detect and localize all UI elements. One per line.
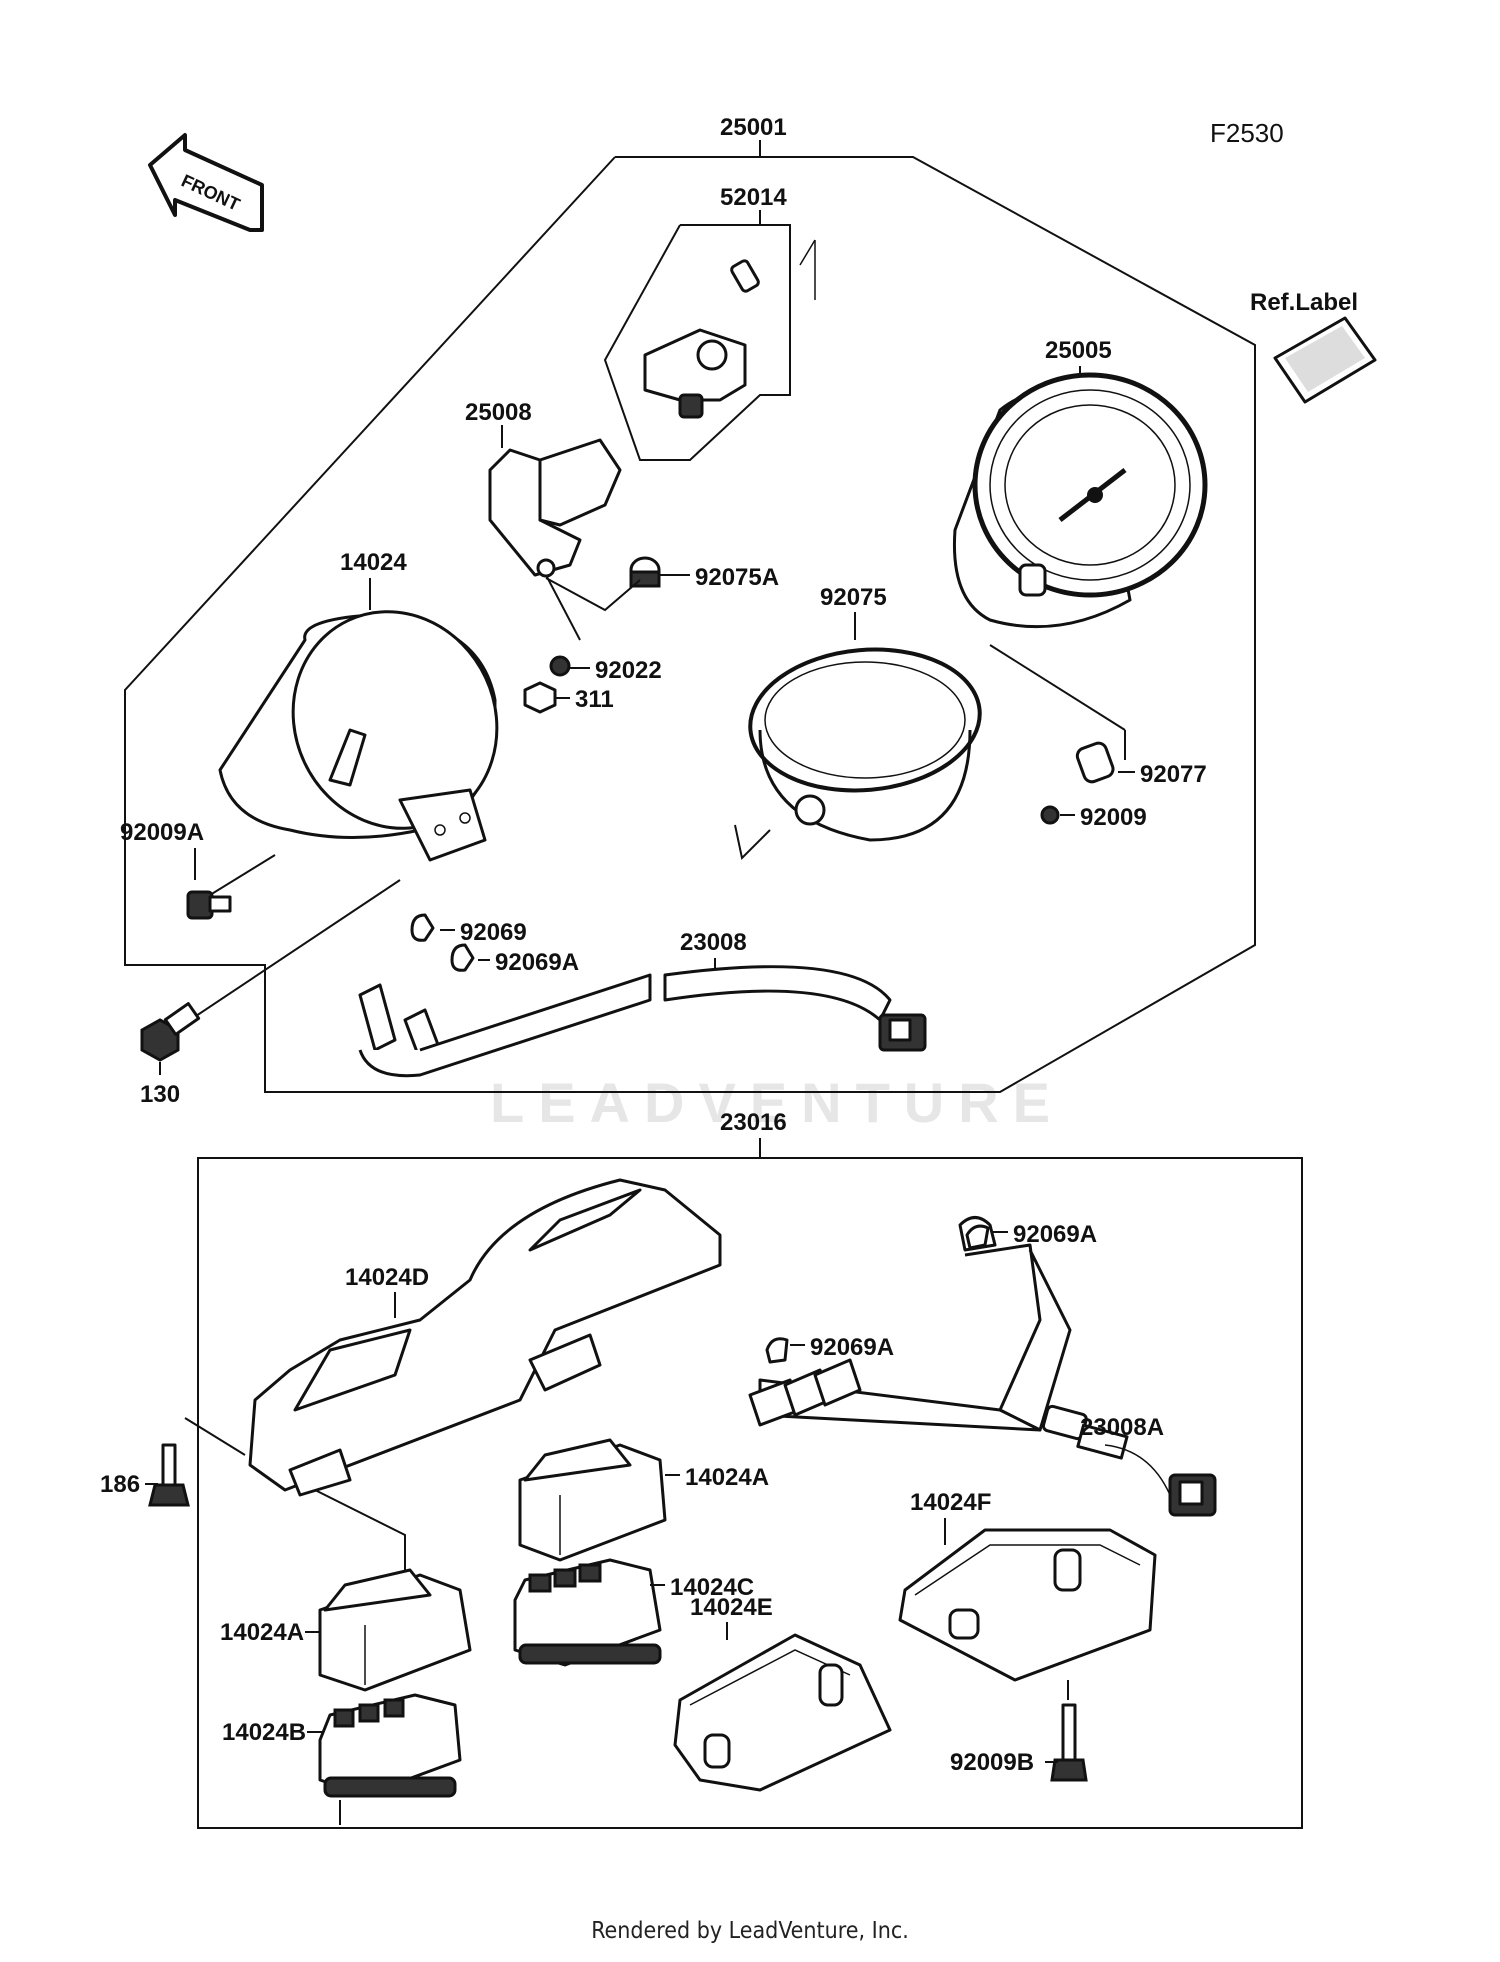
label-25008: 25008 <box>465 399 532 426</box>
label-92009B: 92009B <box>950 1749 1034 1776</box>
bulb-92069A-upper-icon <box>965 1224 990 1250</box>
indicator-lens-a-upper-icon <box>518 1438 667 1562</box>
label-92077: 92077 <box>1140 761 1207 788</box>
label-92069A: 92069A <box>495 949 579 976</box>
label-92069A-middle: 92069A <box>810 1334 894 1361</box>
label-14024A-lower: 14024A <box>220 1619 304 1646</box>
label-23008: 23008 <box>680 929 747 956</box>
bulb-92069A-middle-icon <box>765 1337 789 1364</box>
label-14024A-upper: 14024A <box>685 1464 769 1491</box>
screw-92009B-icon <box>1050 1703 1088 1782</box>
indicator-lens-c-icon <box>513 1558 662 1667</box>
indicator-harness-icon <box>748 1216 1217 1517</box>
label-92009: 92009 <box>1080 804 1147 831</box>
label-92075A: 92075A <box>695 564 779 591</box>
indicator-case-e-icon <box>673 1633 892 1792</box>
sensor-outline <box>603 224 791 461</box>
ref-label-text: Ref.Label <box>1250 289 1358 316</box>
washer-icon <box>549 655 571 677</box>
label-92009A: 92009A <box>120 819 204 846</box>
label-92075: 92075 <box>820 584 887 611</box>
watermark-text: LEADVENTURE <box>490 1071 1064 1134</box>
bulb-92069-icon <box>410 913 435 942</box>
indicator-cover-icon <box>248 1178 722 1497</box>
label-25005: 25005 <box>1045 337 1112 364</box>
meter-bracket-icon <box>488 438 622 578</box>
label-14024B: 14024B <box>222 1719 306 1746</box>
label-92022: 92022 <box>595 657 662 684</box>
label-311: 311 <box>575 686 614 713</box>
meter-assembly-outline <box>124 140 1256 1093</box>
meter-ring-icon <box>748 647 982 842</box>
nut-icon <box>523 681 557 714</box>
screw-92009A-icon <box>186 890 232 920</box>
speed-sensor-icon <box>643 239 816 419</box>
wire-harness-icon <box>358 965 927 1078</box>
label-25001: 25001 <box>720 114 787 141</box>
label-14024D: 14024D <box>345 1264 429 1291</box>
label-186: 186 <box>100 1471 140 1498</box>
speedometer-icon <box>952 372 1208 629</box>
drive-gear-icon <box>1075 741 1115 784</box>
indicator-lens-a-lower-icon <box>318 1568 472 1692</box>
label-130: 130 <box>140 1081 180 1108</box>
label-14024E: 14024E <box>690 1594 773 1621</box>
label-14024F: 14024F <box>910 1489 991 1516</box>
bolt-186-icon <box>148 1443 190 1507</box>
bolt-130-icon <box>140 1002 201 1062</box>
indicator-lens-b-icon <box>318 1693 462 1798</box>
label-23016: 23016 <box>720 1109 787 1136</box>
label-14024: 14024 <box>340 549 407 576</box>
figure-code: F2530 <box>1210 118 1284 148</box>
meter-case-icon <box>218 610 499 862</box>
footer-credit: Rendered by LeadVenture, Inc. <box>591 1918 909 1944</box>
label-92069: 92069 <box>460 919 527 946</box>
label-14024C: 14024C <box>670 1574 754 1601</box>
indicator-assembly-outline <box>197 1157 1303 1829</box>
label-23008A: 23008A <box>1080 1414 1164 1441</box>
label-92069A-upper: 92069A <box>1013 1221 1097 1248</box>
indicator-case-f-icon <box>898 1528 1157 1682</box>
rubber-grommet-icon <box>629 556 661 588</box>
front-arrow-icon: FRONT <box>148 133 264 232</box>
screw-92009-icon <box>1040 805 1060 825</box>
ref-label-icon <box>1273 316 1377 404</box>
bulb-92069A-icon <box>450 943 475 972</box>
label-52014: 52014 <box>720 184 787 211</box>
